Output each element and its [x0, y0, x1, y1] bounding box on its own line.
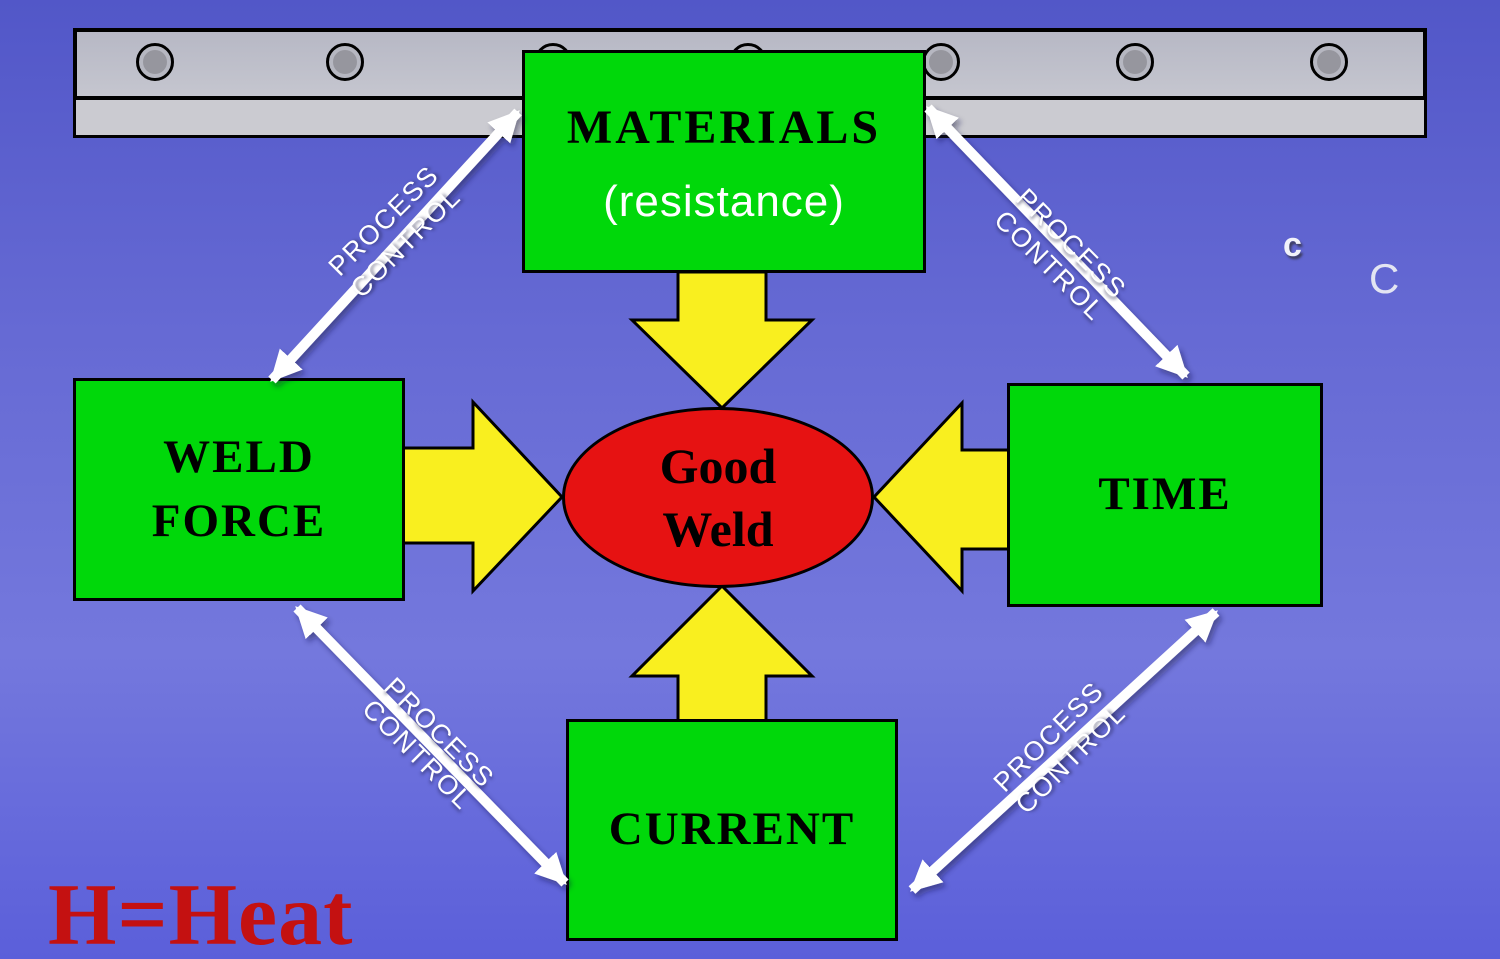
materials-subtitle: (resistance) — [603, 177, 845, 227]
rivet-core — [1317, 50, 1341, 74]
heat-caption: H=Heat — [48, 867, 354, 959]
yellow-arrow-left-icon — [871, 399, 1014, 595]
rivet-icon — [1116, 43, 1154, 81]
rivet-icon — [922, 43, 960, 81]
rivet-icon — [1310, 43, 1348, 81]
materials-title: MATERIALS — [566, 100, 882, 154]
time-label: TIME — [1098, 468, 1232, 521]
yellow-arrow-up-icon — [628, 583, 816, 726]
good-weld-ellipse: Good Weld — [562, 407, 874, 588]
rivet-core — [143, 50, 167, 74]
current-label: CURRENT — [608, 803, 856, 856]
rivet-core — [333, 50, 357, 74]
current-box: CURRENT — [566, 719, 898, 941]
weld-force-line2: FORCE — [151, 494, 327, 547]
rivet-icon — [326, 43, 364, 81]
weld-force-box: WELD FORCE — [73, 378, 405, 601]
materials-box: MATERIALS (resistance) — [522, 50, 926, 273]
rivet-core — [1123, 50, 1147, 74]
good-weld-line1: Good — [659, 437, 777, 494]
time-box: TIME — [1007, 383, 1323, 607]
yellow-arrow-down-icon — [628, 270, 816, 411]
rivet-core — [929, 50, 953, 74]
yellow-arrow-right-icon — [401, 398, 565, 595]
rivet-icon — [136, 43, 174, 81]
stray-letter-c-large: C — [1369, 255, 1400, 302]
weld-force-line1: WELD — [163, 431, 315, 484]
stray-letter-c-small: c — [1283, 226, 1302, 264]
good-weld-line2: Weld — [662, 500, 774, 557]
